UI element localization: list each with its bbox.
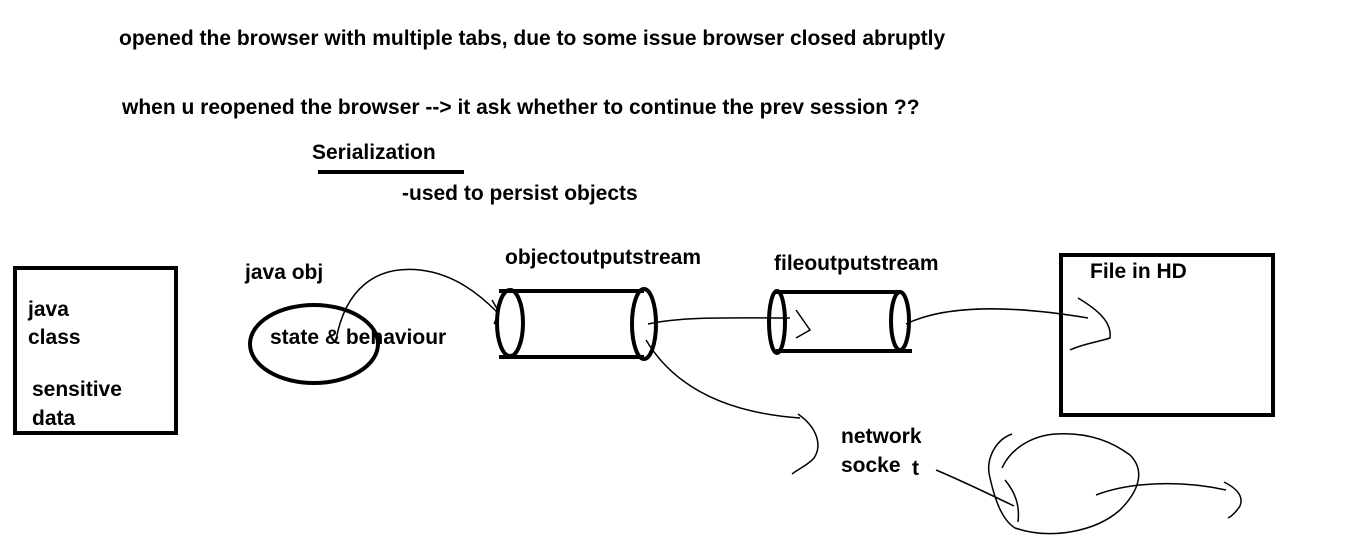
java-obj-label: java obj <box>245 261 324 284</box>
objectoutputstream-label: objectoutputstream <box>505 246 702 269</box>
java-obj-ellipse <box>248 303 380 385</box>
file-stream-to-hd-arrowhead <box>1069 297 1111 351</box>
java-class-box <box>13 266 178 435</box>
note-line-2: when u reopened the browser --> it ask w… <box>122 96 920 119</box>
network-to-cloud-arrowhead <box>1004 479 1020 523</box>
objectoutputstream-cylinder <box>495 287 658 361</box>
cloud-out-arrowhead <box>1223 481 1242 519</box>
serialization-purpose: -used to persist objects <box>402 182 638 205</box>
network-cloud-scribble <box>988 432 1140 535</box>
object-to-file-stream-arrowhead <box>795 309 812 339</box>
file-in-hd-label: File in HD <box>1090 260 1187 283</box>
fileoutputstream-cylinder <box>767 289 912 355</box>
sensitive-data-label-1: sensitive <box>32 378 122 401</box>
note-line-1: opened the browser with multiple tabs, d… <box>119 27 946 50</box>
stream-to-network-arrow <box>645 339 801 419</box>
socket-label-tail: t <box>912 457 919 480</box>
stream-to-network-arrowhead <box>791 413 819 475</box>
state-behaviour-label: state & behaviour <box>270 326 447 349</box>
fileoutputstream-label: fileoutputstream <box>774 252 939 275</box>
network-to-cloud-arrow <box>935 469 1015 507</box>
sensitive-data-label-2: data <box>32 407 76 430</box>
java-class-label-2: class <box>28 326 81 349</box>
java-class-label-1: java <box>28 298 69 321</box>
object-to-file-stream-connector <box>647 317 791 325</box>
socket-label: socke <box>841 454 901 477</box>
serialization-heading: Serialization <box>312 141 436 164</box>
obj-to-stream-arrow <box>335 268 498 341</box>
network-label: network <box>841 425 922 448</box>
cloud-out-arrow <box>1095 482 1227 496</box>
file-in-hd-box <box>1059 253 1275 417</box>
